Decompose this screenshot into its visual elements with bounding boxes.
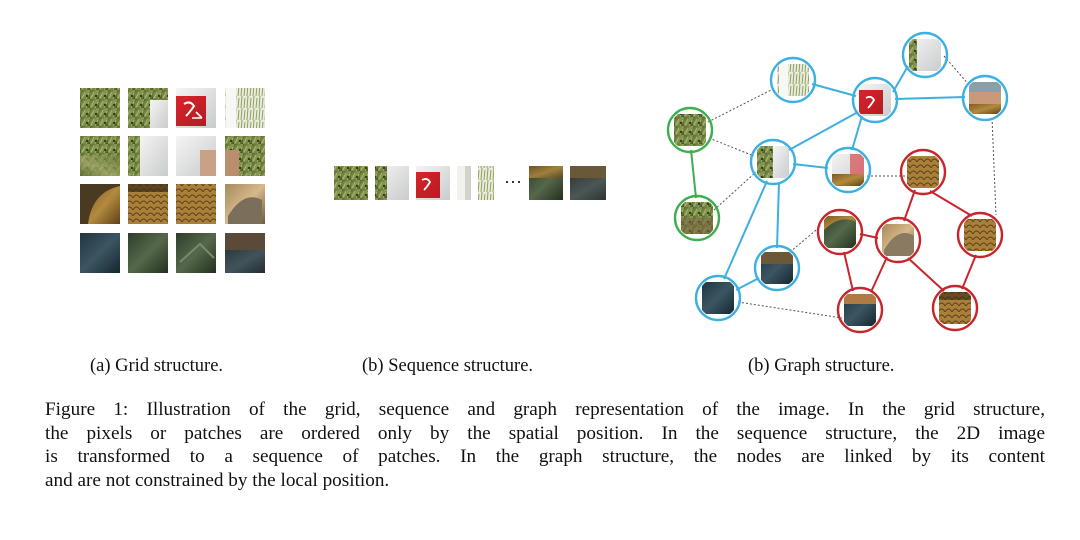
graph-node-foliage-ground [673,194,721,242]
graph-node-arm [961,74,1009,122]
sequence-patch-ground [570,166,606,200]
sequence-patch-dark [529,166,563,200]
caption-line-2: the pixels or patches are ordered only b… [45,422,1045,444]
grid-structure [80,88,265,273]
patch-dark-jeans [80,233,120,273]
graph-node-fish-dark [816,208,864,256]
patch-fish-head [225,184,265,224]
patch-shirt-arm [176,136,216,176]
patch-foliage [80,88,120,128]
grid-row-2 [80,136,265,176]
subcaption-sequence: (b) Sequence structure. [362,356,534,376]
graph-node-dark-ground [753,244,801,292]
patch-dark-green [128,233,168,273]
caption-line-4: and are not constrained by the local pos… [45,469,390,491]
patch-foliage [80,136,120,176]
patch-grass [225,88,265,128]
sequence-patch-shirt-light [457,166,471,200]
subcaption-grid: (a) Grid structure. [90,356,224,376]
graph-node-fish-scales-2 [956,211,1004,259]
patch-dark-ground [225,233,265,273]
graph-edges-blue [723,65,966,291]
graph-node-dark-jeans-2 [836,286,884,334]
grid-row-3 [80,184,265,224]
graph-node-dark-jeans [694,274,742,322]
patch-shirt [128,136,168,176]
patch-fish-scales [128,184,168,224]
graph-node-fish-head [874,216,922,264]
graph-edges-green [690,149,697,199]
patch-dark-green [176,233,216,273]
graph-node-fish-scales-3 [931,284,979,332]
graph-node-grass [769,56,817,104]
figure-caption: Figure 1: Illustration of the grid, sequ… [45,398,1045,492]
grid-row-4 [80,233,265,273]
subcaption-graph: (b) Graph structure. [748,356,895,376]
graph-dotted-edges [707,55,997,319]
patch-fish-scales [176,184,216,224]
patch-fish-edge [80,184,120,224]
sequence-patch-foliage [334,166,368,200]
sequence-ellipsis: ··· [504,172,522,192]
graph-node-shirt-fish [824,146,872,194]
sequence-patch-grass [478,166,494,200]
graph-node-foliage-shirt [749,138,797,186]
figure-illustration: ··· [80,31,1009,334]
graph-node-shirt-arm [901,31,949,79]
patch-foliage-arm [225,136,265,176]
sequence-patch-shirt-logo [416,166,450,200]
grid-row-1 [80,88,265,128]
graph-node-foliage [666,106,714,154]
sequence-structure: ··· [334,166,606,200]
caption-line-3: is transformed to a sequence of patches.… [45,446,1045,467]
graph-structure [666,31,1009,334]
graph-node-shirt-logo [851,76,899,124]
patch-shirt-logo [176,88,216,128]
sequence-patch-shirt [375,166,409,200]
graph-node-fish-scales [899,148,947,196]
patch-foliage-shirt [128,88,168,128]
caption-line-1: Figure 1: Illustration of the grid, sequ… [45,399,1045,420]
